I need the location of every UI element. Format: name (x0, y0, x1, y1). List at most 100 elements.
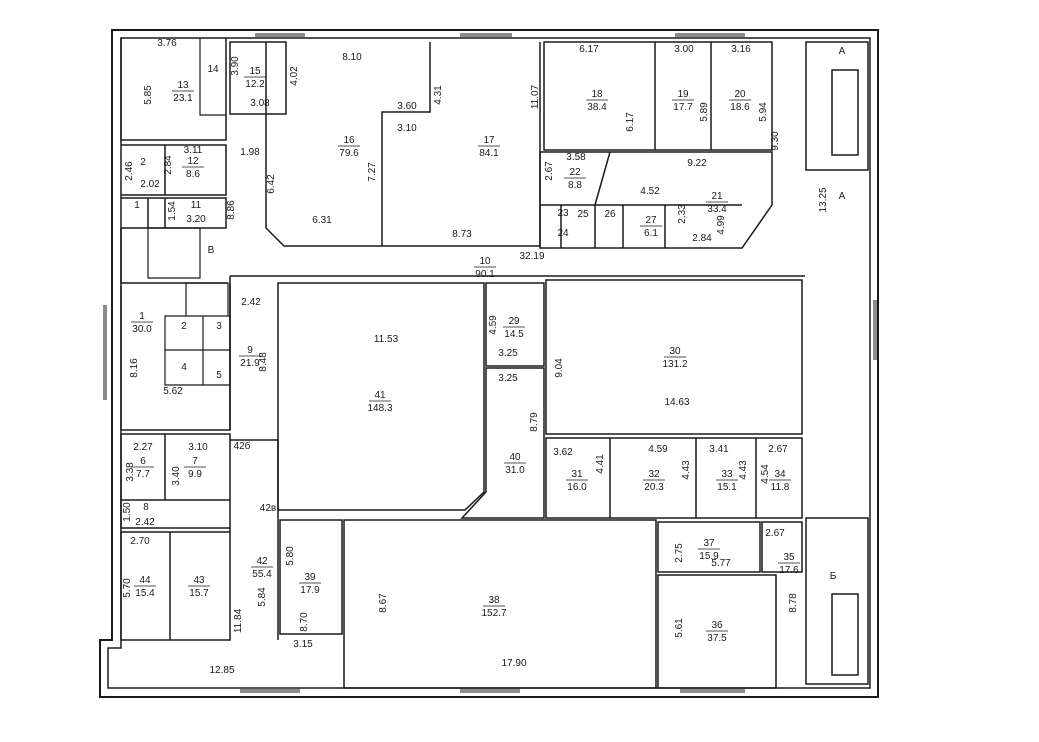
room-40-number: 40 (509, 452, 521, 463)
room-6-area: 7.7 (136, 469, 150, 480)
dimension-label: 2.84 (692, 233, 712, 244)
room-8-number: 8 (143, 502, 149, 513)
dimension-label: 6.17 (625, 112, 636, 132)
room-13-number: 13 (177, 80, 189, 91)
room-39-number: 39 (304, 572, 316, 583)
room-33-area: 15.1 (717, 482, 737, 493)
room-1a-number: 1 (134, 200, 140, 211)
wall-21-27 (539, 151, 773, 249)
room-5-number: 5 (216, 370, 222, 381)
marker-label: 42б (234, 440, 251, 452)
room-27-area: 6.1 (644, 228, 658, 239)
room-34-number: 34 (774, 469, 786, 480)
dimension-label: 6.42 (266, 174, 277, 194)
dimension-label: 3.90 (230, 56, 241, 76)
dimension-label: 3.25 (498, 348, 518, 359)
room-13-area: 23.1 (173, 93, 193, 104)
dimension-label: 2.27 (133, 442, 153, 453)
dimension-label: 3.11 (184, 145, 203, 156)
room-16-area: 79.6 (339, 148, 359, 159)
marker-label: 42в (260, 503, 276, 514)
room-10-number: 10 (479, 256, 491, 267)
dimension-label: 2.42 (241, 297, 261, 308)
walls (99, 29, 879, 698)
room-30-number: 30 (669, 346, 681, 357)
room-39-area: 17.9 (300, 585, 320, 596)
dimension-label: 3.00 (674, 44, 694, 55)
dimension-label: 2.67 (765, 528, 785, 539)
dimension-label: 9.30 (770, 131, 781, 151)
wall-16-17 (265, 42, 541, 247)
dimension-label: 2.33 (677, 204, 688, 224)
dimension-label: 3.08 (250, 98, 270, 109)
dimension-label: 14.63 (664, 397, 689, 408)
room-23-number: 23 (557, 208, 569, 219)
room-34-area: 11.8 (771, 482, 790, 493)
dimension-label: 1.54 (167, 201, 178, 221)
wall-stair-a (805, 41, 869, 171)
dimension-label: 3.25 (498, 373, 518, 384)
room-31-number: 31 (571, 469, 583, 480)
dimension-label: 4.31 (433, 85, 444, 105)
room-16-number: 16 (343, 135, 355, 146)
room-38-area: 152.7 (481, 608, 506, 619)
wall-corridor-10 (229, 275, 805, 430)
wall-stair-bb (805, 517, 869, 685)
outer-wall-inner (107, 37, 871, 689)
dimension-label: 3.38 (125, 462, 136, 482)
room-43-area: 15.7 (189, 588, 209, 599)
room-21-area: 33.4 (707, 204, 727, 215)
dimension-label: 2.02 (140, 179, 160, 190)
dimension-label: 8.48 (258, 352, 269, 372)
dimension-label: 8.86 (226, 200, 237, 220)
room-1b-number: 1 (139, 311, 145, 322)
dimension-label: 3.60 (397, 101, 417, 112)
dimension-label: 5.80 (285, 546, 296, 566)
room-44-area: 15.4 (135, 588, 155, 599)
room-10-area: 90.1 (475, 269, 495, 280)
room-20-number: 20 (734, 89, 746, 100)
dimension-label: 9.22 (687, 158, 707, 169)
dimension-label: 1.98 (240, 147, 260, 158)
room-32-area: 20.3 (644, 482, 664, 493)
dimension-label: 4.02 (289, 66, 300, 86)
room-42-area: 55.4 (252, 569, 272, 580)
wall-13 (120, 38, 227, 141)
wall-42 (120, 439, 279, 641)
room-21-number: 21 (711, 191, 723, 202)
dimension-label: 5.62 (163, 386, 183, 397)
room-1b-area: 30.0 (132, 324, 152, 335)
dimension-label: 8.67 (378, 593, 389, 613)
dimension-label: 4.41 (595, 454, 606, 474)
wall-36 (657, 574, 777, 689)
room-24-number: 24 (557, 228, 569, 239)
dimension-label: 2.84 (163, 155, 174, 175)
room-9-area: 21.9 (240, 358, 260, 369)
room-40-area: 31.0 (505, 465, 525, 476)
room-19-area: 17.7 (673, 102, 693, 113)
dimension-label: 11.53 (374, 334, 399, 345)
room-35-area: 17.6 (779, 565, 799, 576)
room-36-number: 36 (711, 620, 723, 631)
room-12-number: 12 (187, 156, 199, 167)
wall-31-34 (545, 437, 803, 519)
room-17-area: 84.1 (479, 148, 499, 159)
dimension-label: 8.70 (299, 612, 310, 632)
room-30-area: 131.2 (662, 359, 687, 370)
dimension-label: 4.43 (681, 460, 692, 480)
dimension-label: 2.42 (135, 517, 155, 528)
dimension-label: 3.58 (566, 152, 586, 163)
room-20-area: 18.6 (730, 102, 750, 113)
dimension-label: 4.54 (760, 464, 771, 484)
dimension-label: 6.31 (312, 215, 332, 226)
dimension-label: 4.99 (716, 215, 727, 235)
room-44-number: 44 (139, 575, 151, 586)
room-37-area: 15.9 (699, 551, 719, 562)
room-12-area: 8.6 (186, 169, 200, 180)
room-9-number: 9 (247, 345, 253, 356)
wall-38 (343, 519, 657, 689)
room-15-number: 15 (249, 66, 261, 77)
wall-18-20 (543, 41, 773, 151)
